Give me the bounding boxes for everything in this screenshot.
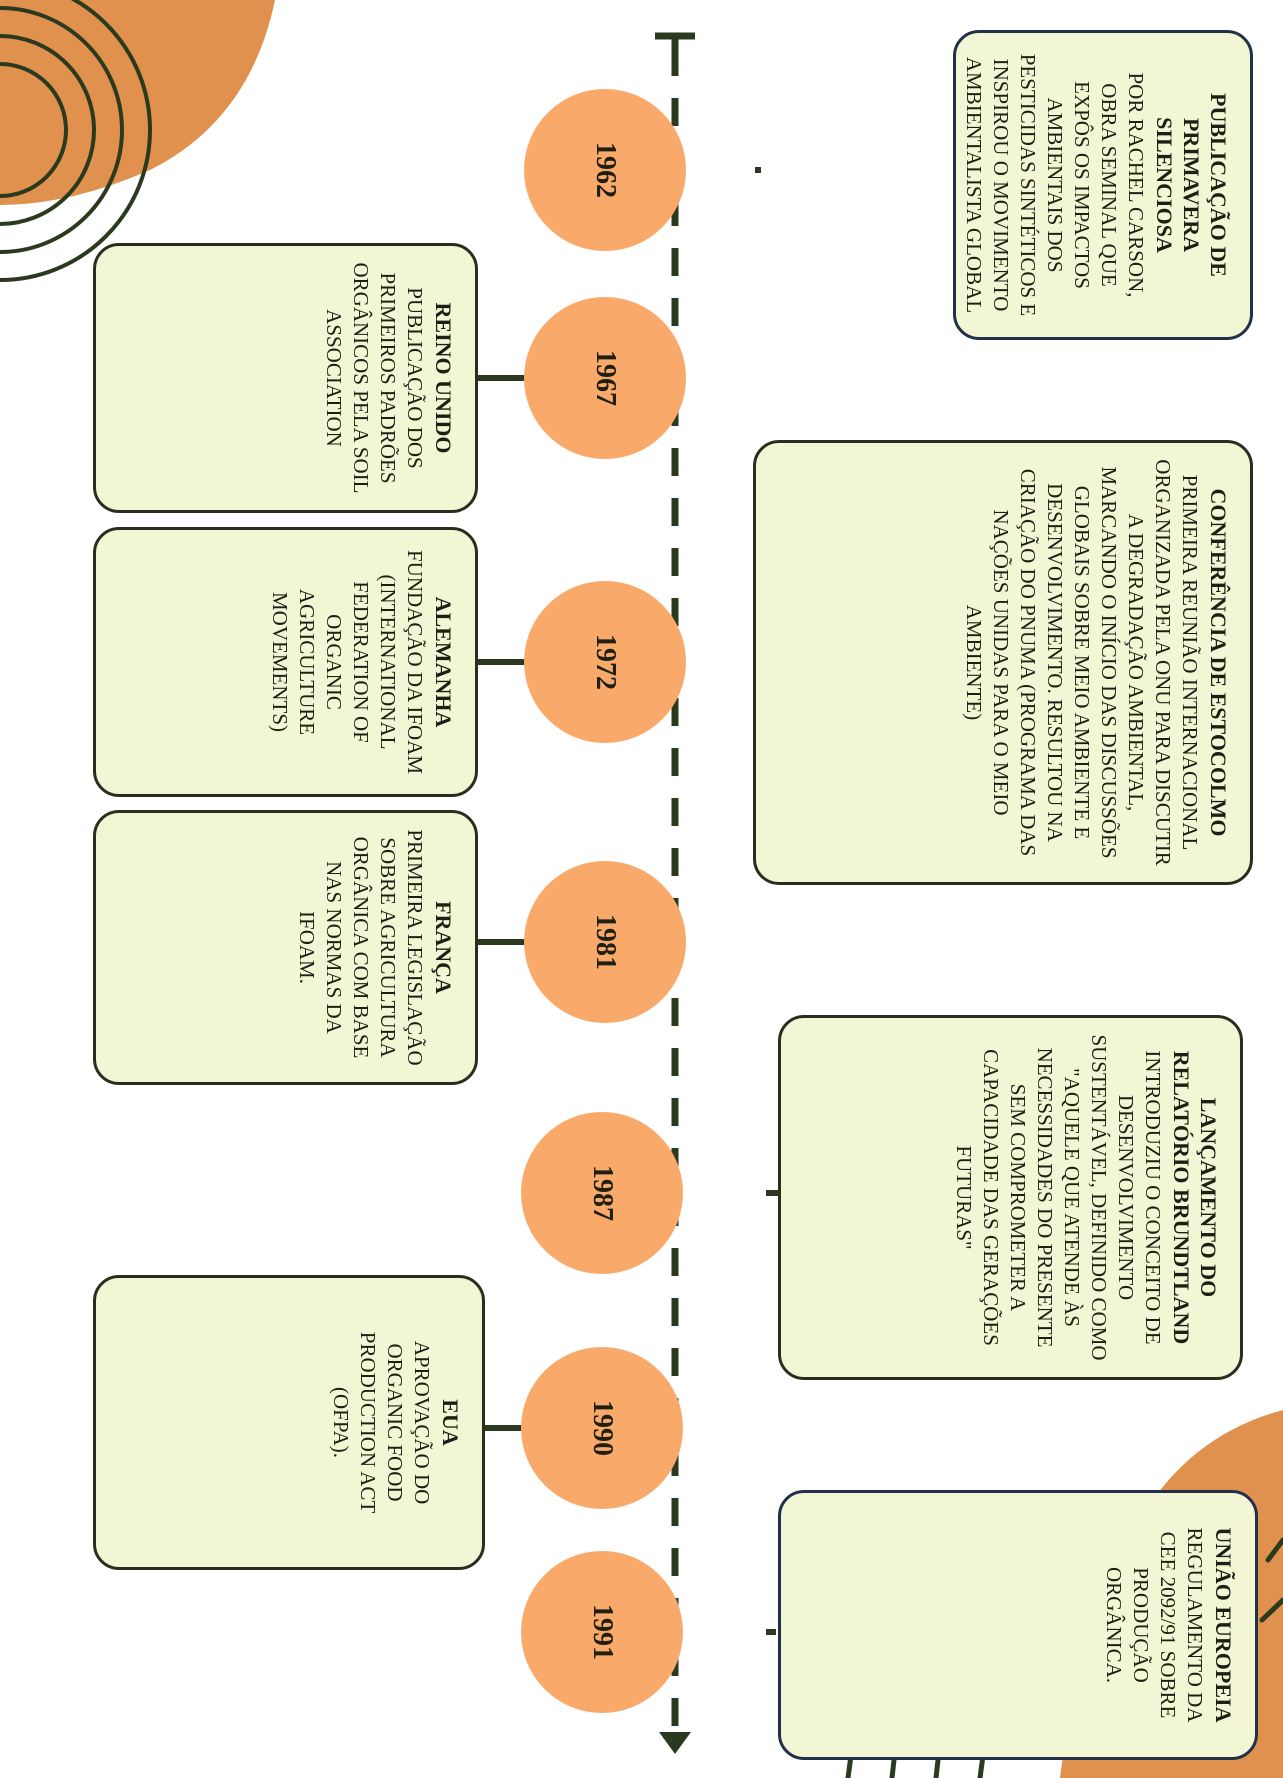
bottom-right-stripes — [845, 1537, 1283, 1778]
year-1967-marker: 1967 — [524, 297, 686, 459]
event-card-1990: EUA APROVAÇÃO DO ORGANIC FOOD PRODUCTION… — [93, 1275, 485, 1570]
year-1990-marker: 1990 — [521, 1347, 683, 1509]
top-left-orange-blob — [0, 0, 275, 205]
event-title: LANÇAMENTO DO RELATÓRIO BRUNDTLAND — [1169, 1050, 1221, 1345]
event-title: UNIÃO EUROPEIA — [1211, 1527, 1236, 1723]
event-card-1962: PUBLICAÇÃO DE PRIMAVERA SILENCIOSA POR R… — [953, 30, 1253, 340]
event-title: CONFERÊNCIA DE ESTOCOLMO — [1206, 488, 1231, 837]
event-title: REINO UNIDO — [431, 302, 456, 454]
event-title: ALEMANHA — [431, 596, 456, 728]
event-text: PRIMEIRA LEGISLAÇÃO SOBRE AGRICULTURA OR… — [295, 829, 427, 1066]
event-card-1972-stockholm: CONFERÊNCIA DE ESTOCOLMO PRIMEIRA REUNIÃ… — [753, 440, 1253, 885]
year-1981-marker: 1981 — [524, 861, 686, 1023]
event-text: APROVAÇÃO DO ORGANIC FOOD PRODUCTION ACT… — [329, 1331, 434, 1514]
year-1987-marker: 1987 — [521, 1112, 683, 1274]
top-left-concentric-arcs — [0, 0, 152, 282]
event-text: PRIMEIRA REUNIÃO INTERNACIONAL ORGANIZAD… — [962, 459, 1202, 866]
year-1962-marker: 1962 — [524, 89, 686, 251]
event-text: FUNDAÇÃO DA IFOAM (INTERNATIONAL FEDERAT… — [268, 549, 427, 775]
year-1991-marker: 1991 — [521, 1551, 683, 1713]
axis-arrowhead — [659, 1732, 691, 1754]
event-card-1991: UNIÃO EUROPEIA REGULAMENTO DA CEE 2092/9… — [778, 1490, 1258, 1760]
event-title: FRANÇA — [431, 901, 456, 994]
event-text: REGULAMENTO DA CEE 2092/91 SOBRE PRODUÇÃ… — [1102, 1527, 1207, 1723]
event-text: INTRODUZIU O CONCEITO DE DESENVOLVIMENTO… — [952, 1034, 1165, 1361]
event-title: PUBLICAÇÃO DE PRIMAVERA SILENCIOSA — [1152, 93, 1231, 277]
event-card-1967: REINO UNIDO PUBLICAÇÃO DOS PRIMEIROS PAD… — [93, 243, 478, 513]
event-title: EUA — [438, 1399, 463, 1446]
event-text: PUBLICAÇÃO DOS PRIMEIROS PADRÕES ORGÂNIC… — [322, 262, 427, 494]
event-card-1981: FRANÇA PRIMEIRA LEGISLAÇÃO SOBRE AGRICUL… — [93, 810, 478, 1085]
year-1972-marker: 1972 — [524, 581, 686, 743]
event-card-1987: LANÇAMENTO DO RELATÓRIO BRUNDTLAND INTRO… — [778, 1015, 1243, 1380]
event-text: POR RACHEL CARSON, OBRA SEMINAL QUE EXPÔ… — [962, 53, 1148, 317]
event-card-1972-germany: ALEMANHA FUNDAÇÃO DA IFOAM (INTERNATIONA… — [93, 527, 478, 797]
